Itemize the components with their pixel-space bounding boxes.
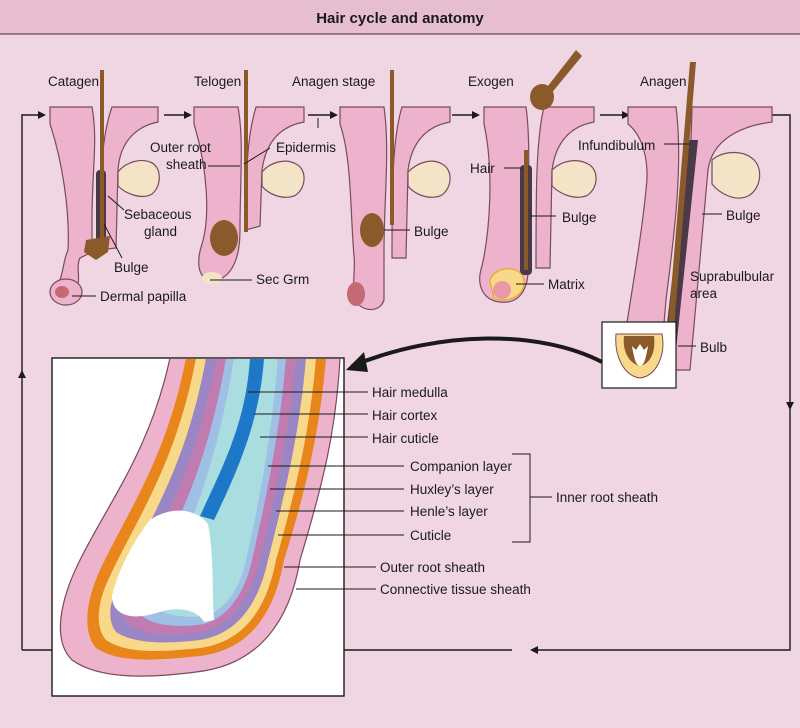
stage-label-telogen: Telogen: [194, 74, 241, 89]
title-bar: [0, 0, 800, 34]
label-bulge-exogen: Bulge: [562, 210, 597, 225]
label-cuticle: Cuticle: [410, 528, 451, 543]
diagram-title: Hair cycle and anatomy: [316, 10, 484, 27]
zoom-arrow-head: [346, 352, 368, 372]
stage-label-catagen: Catagen: [48, 74, 99, 89]
label-hair-medulla: Hair medulla: [372, 385, 448, 400]
stage-label-anagen: Anagen: [640, 74, 687, 89]
label-bulge-anagen-stage: Bulge: [414, 224, 449, 239]
label-sebaceous-line1: Sebaceous: [124, 207, 192, 222]
label-hair-cuticle: Hair cuticle: [372, 431, 439, 446]
label-infundibulum: Infundibulum: [578, 138, 655, 153]
label-dermal-papilla: Dermal papilla: [100, 289, 187, 304]
label-outer-root-sheath-line2: sheath: [166, 157, 207, 172]
label-hair: Hair: [470, 161, 495, 176]
stage-label-anagen-stage: Anagen stage: [292, 74, 375, 89]
label-bulge-anagen: Bulge: [726, 208, 761, 223]
label-bulb: Bulb: [700, 340, 727, 355]
label-sebaceous-line2: gland: [144, 224, 177, 239]
label-companion-layer: Companion layer: [410, 459, 513, 474]
bulb-inset: [601, 321, 677, 389]
label-outer-root-sheath-line1: Outer root: [150, 140, 211, 155]
label-suprabulbular-line2: area: [690, 286, 718, 301]
label-bulge-catagen: Bulge: [114, 260, 149, 275]
label-suprabulbular-line1: Suprabulbular: [690, 269, 775, 284]
label-huxleys-layer: Huxley’s layer: [410, 482, 494, 497]
anagen-follicle: [619, 62, 773, 371]
label-matrix: Matrix: [548, 277, 585, 292]
exogen-follicle: [479, 50, 597, 303]
label-hair-cortex: Hair cortex: [372, 408, 438, 423]
anagen-stage-follicle: [339, 70, 451, 311]
leader-lines: [72, 118, 722, 590]
stage-label-exogen: Exogen: [468, 74, 514, 89]
cross-section-inset: [51, 357, 345, 697]
label-sec-grm: Sec Grm: [256, 272, 309, 287]
label-outer-root-sheath-layer: Outer root sheath: [380, 560, 485, 575]
label-inner-root-sheath: Inner root sheath: [556, 490, 658, 505]
label-epidermis: Epidermis: [276, 140, 336, 155]
zoom-arrow: [351, 336, 603, 368]
label-connective-tissue-sheath: Connective tissue sheath: [380, 582, 531, 597]
telogen-follicle: [193, 70, 305, 284]
catagen-follicle: [49, 70, 160, 306]
label-henles-layer: Henle’s layer: [410, 504, 488, 519]
